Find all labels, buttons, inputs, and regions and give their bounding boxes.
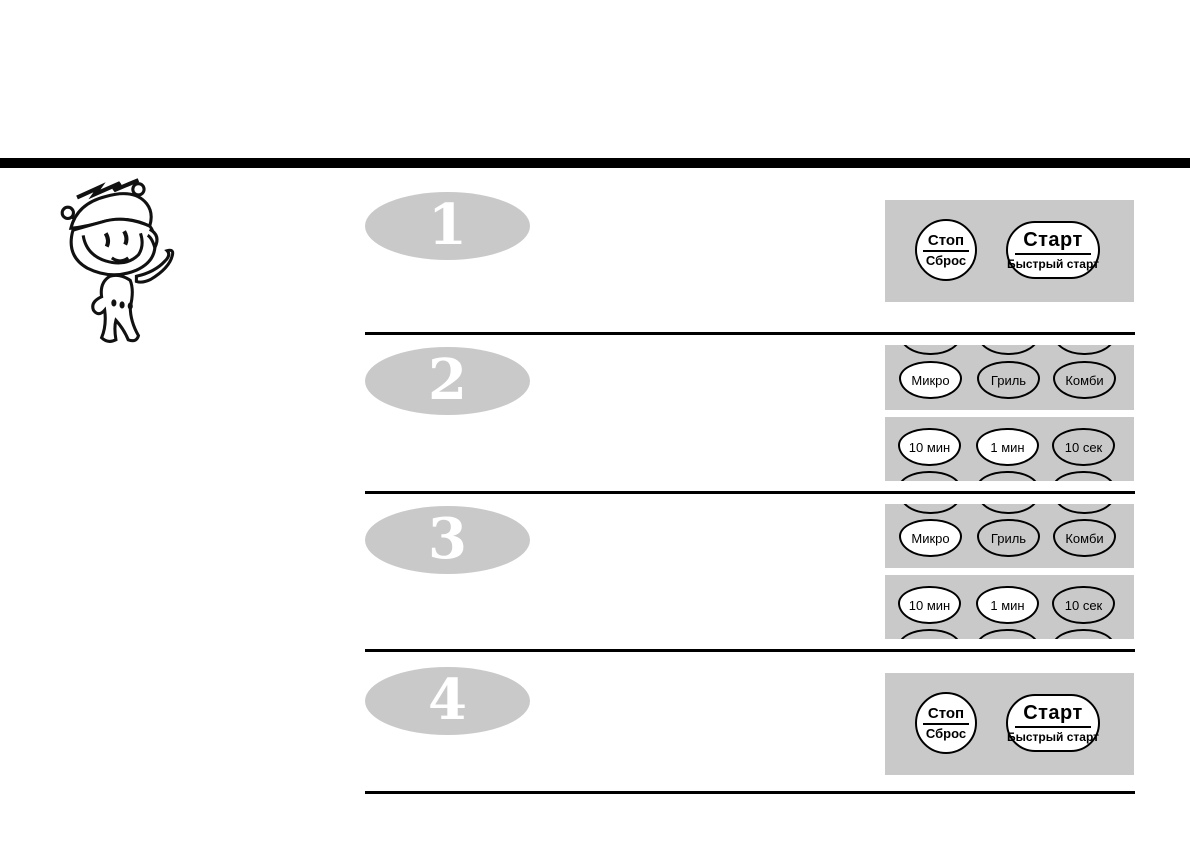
ten-min-button: 10 мин [898, 586, 961, 624]
clipped-button [899, 504, 962, 514]
ten-sec-button: 10 сек [1052, 428, 1115, 466]
step-4-number: 4 [428, 667, 467, 733]
ten-sec-button: 10 сек [1052, 586, 1115, 624]
step-3-badge: 3 [365, 506, 530, 574]
control-panel-time-2: 10 мин 1 мин 10 сек [885, 417, 1134, 481]
combi-label: Комби [1065, 530, 1104, 546]
clipped-button [898, 471, 961, 481]
section-divider [365, 332, 1135, 335]
clipped-button [1052, 629, 1115, 639]
one-min-label: 1 мин [990, 597, 1025, 613]
ten-min-label: 10 мин [908, 597, 951, 613]
clipped-button [1052, 471, 1115, 481]
stop-clear-button: Стоп Сброс [915, 692, 977, 754]
step-2-number: 2 [428, 347, 467, 413]
stop-label: Стоп [922, 705, 970, 725]
combi-button: Комби [1053, 361, 1116, 399]
control-panel-stop-start-1: Стоп Сброс Старт Быстрый старт [885, 200, 1134, 302]
clipped-button [899, 345, 962, 355]
grill-button: Гриль [977, 361, 1040, 399]
clipped-button [976, 629, 1039, 639]
grill-button: Гриль [977, 519, 1040, 557]
clipped-button [977, 504, 1040, 514]
stop-label: Стоп [922, 232, 970, 252]
clipped-button [976, 471, 1039, 481]
control-panel-stop-start-4: Стоп Сброс Старт Быстрый старт [885, 673, 1134, 775]
step-4-badge: 4 [365, 667, 530, 735]
start-label: Старт [1015, 229, 1091, 255]
control-panel-mode-3: Микро Гриль Комби [885, 504, 1134, 568]
clipped-button [1053, 345, 1116, 355]
combi-label: Комби [1065, 372, 1104, 388]
grill-label: Гриль [990, 530, 1027, 546]
quick-start-label: Быстрый старт [1007, 730, 1099, 744]
start-button: Старт Быстрый старт [1006, 694, 1100, 752]
control-panel-mode-2: Микро Гриль Комби [885, 345, 1134, 410]
step-1-badge: 1 [365, 192, 530, 260]
one-min-button: 1 мин [976, 428, 1039, 466]
robot-mascot-icon [60, 178, 175, 343]
clipped-button [1053, 504, 1116, 514]
section-divider [365, 649, 1135, 652]
ten-min-label: 10 мин [908, 439, 951, 455]
section-divider [365, 791, 1135, 794]
ten-sec-label: 10 сек [1064, 597, 1103, 613]
clipped-button [898, 629, 961, 639]
ten-sec-label: 10 сек [1064, 439, 1103, 455]
start-label: Старт [1015, 702, 1091, 728]
step-1-number: 1 [428, 192, 467, 258]
grill-label: Гриль [990, 372, 1027, 388]
clear-label: Сброс [925, 726, 967, 741]
header-rule-bar [0, 158, 1190, 168]
step-2-badge: 2 [365, 347, 530, 415]
clipped-button [977, 345, 1040, 355]
one-min-label: 1 мин [990, 439, 1025, 455]
micro-button: Микро [899, 519, 962, 557]
stop-clear-button: Стоп Сброс [915, 219, 977, 281]
control-panel-time-3: 10 мин 1 мин 10 сек [885, 575, 1134, 639]
micro-button: Микро [899, 361, 962, 399]
clear-label: Сброс [925, 253, 967, 268]
combi-button: Комби [1053, 519, 1116, 557]
micro-label: Микро [911, 530, 950, 546]
section-divider [365, 491, 1135, 494]
micro-label: Микро [911, 372, 950, 388]
one-min-button: 1 мин [976, 586, 1039, 624]
quick-start-label: Быстрый старт [1007, 257, 1099, 271]
lightning-icon [76, 178, 140, 200]
step-3-number: 3 [428, 506, 467, 572]
ten-min-button: 10 мин [898, 428, 961, 466]
start-button: Старт Быстрый старт [1006, 221, 1100, 279]
